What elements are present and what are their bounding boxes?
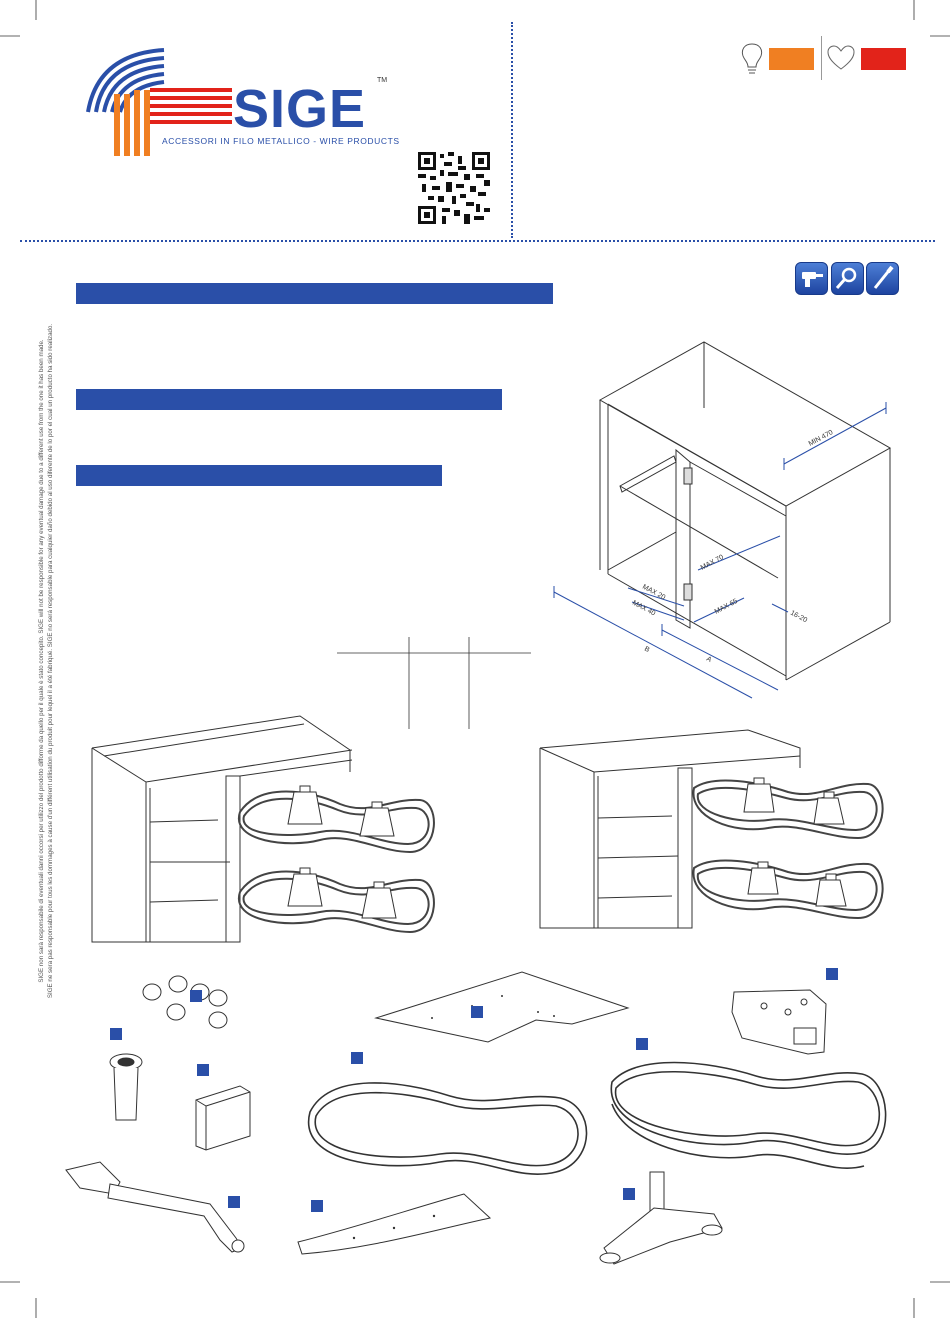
section-bar-1 <box>76 283 553 304</box>
part-marker-bushing <box>110 1028 122 1040</box>
header-vertical-divider <box>511 22 513 238</box>
orange-swatch <box>769 48 814 70</box>
part-marker-base <box>623 1188 635 1200</box>
part-marker-arm <box>228 1196 240 1208</box>
part-tray-left <box>307 1082 588 1175</box>
dim-max-20: MAX 20 <box>641 584 666 602</box>
dim-b: B <box>643 646 651 655</box>
part-caps <box>142 975 228 1029</box>
disclaimer-line-2: SIGE ne sera pas responsable pour tous l… <box>47 323 54 999</box>
disclaimer-line-1: SIGE non sarà responsabile di eventuali … <box>38 339 45 983</box>
logo-mark <box>86 48 232 156</box>
logo-tagline: ACCESSORI IN FILO METALLICO - WIRE PRODU… <box>162 136 400 146</box>
part-clip <box>195 1085 251 1151</box>
screwdriver-icon <box>866 262 899 295</box>
part-marker-caps <box>190 990 202 1002</box>
dim-a: A <box>705 656 713 665</box>
logo-trademark: TM <box>377 77 388 84</box>
magnifier-icon <box>831 262 864 295</box>
part-base <box>599 1171 723 1265</box>
part-marker-template <box>471 1006 483 1018</box>
part-marker-rail <box>311 1200 323 1212</box>
part-marker-tray-right <box>636 1038 648 1050</box>
table-grid <box>337 637 531 729</box>
red-swatch <box>861 48 906 70</box>
part-marker-clip <box>197 1064 209 1076</box>
section-bar-2 <box>76 389 502 410</box>
cabinet-right-illustration <box>539 729 884 929</box>
dim-16-20: 16-20 <box>789 610 808 625</box>
heart-icon <box>827 45 855 70</box>
section-bar-3 <box>76 465 442 486</box>
part-arm <box>65 1161 245 1253</box>
dim-max-70: MAX 70 <box>700 554 725 572</box>
part-marker-tray-left <box>351 1052 363 1064</box>
dim-max-65: MAX 65 <box>714 598 739 616</box>
cabinet-left-illustration <box>91 715 435 943</box>
qr-code <box>418 152 490 224</box>
dim-max-40: MAX 40 <box>631 600 656 618</box>
part-curved-rail <box>297 1193 492 1255</box>
disclaimer: SIGE non sarà responsabile di eventuali … <box>37 191 55 1131</box>
part-tray-right <box>610 1061 887 1169</box>
logo-wordmark: SIGE <box>233 79 367 139</box>
swatch-divider <box>821 36 822 80</box>
cabinet-dimension-diagram: MIN 470 MAX 70 MAX 20 MAX 40 MAX 65 16-2… <box>553 341 892 699</box>
header-divider <box>20 240 935 242</box>
part-marker-bracket <box>826 968 838 980</box>
bulb-icon <box>741 43 763 74</box>
part-template-sheet <box>374 971 630 1043</box>
part-bushing <box>109 1053 143 1121</box>
part-bracket <box>731 989 827 1055</box>
drill-icon <box>795 262 828 295</box>
